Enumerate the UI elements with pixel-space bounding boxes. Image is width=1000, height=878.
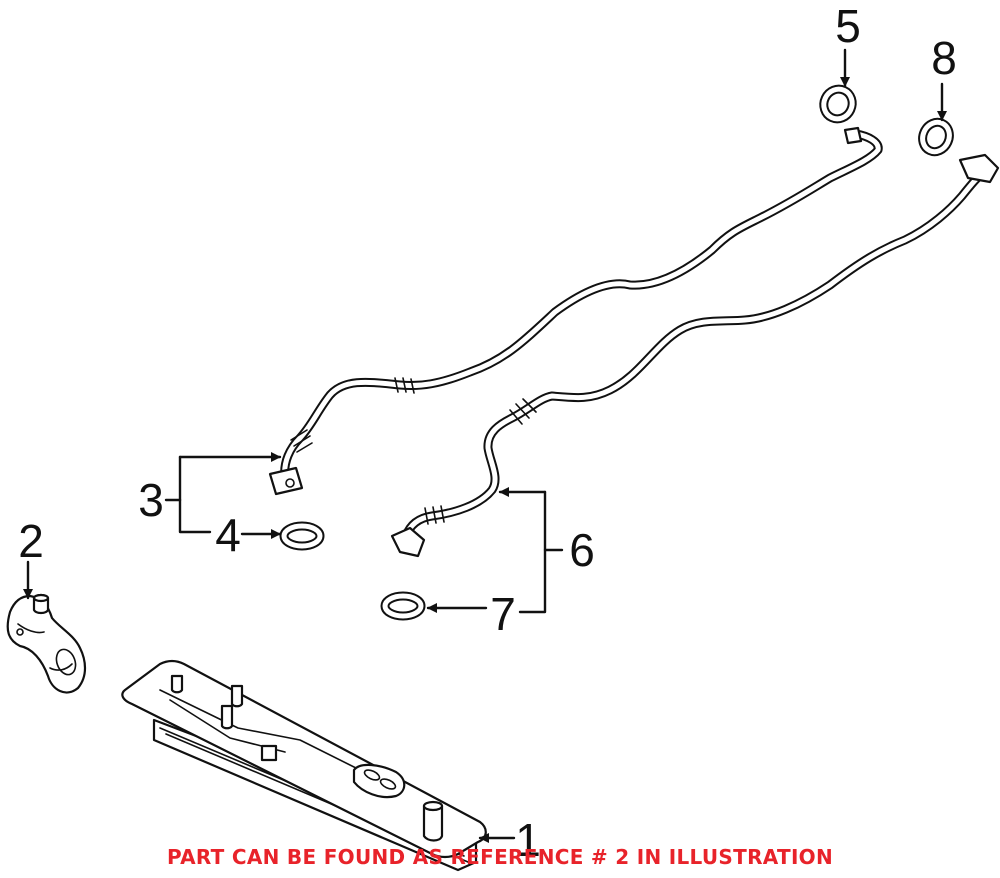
o-ring-5 — [819, 84, 857, 124]
callout-5: 5 — [835, 0, 861, 52]
callout-6: 6 — [569, 524, 595, 576]
callout-3: 3 — [138, 474, 164, 526]
hose-fitting-lower-right — [390, 526, 426, 558]
cooler-line-upper — [268, 126, 883, 496]
callout-8: 8 — [931, 32, 957, 84]
hose-fitting-upper — [843, 126, 863, 145]
hose-fitting-end-right — [958, 153, 1000, 184]
o-ring-7 — [380, 591, 426, 621]
o-ring-4 — [279, 521, 325, 551]
callout-7: 7 — [490, 588, 516, 640]
cooler-line-lower — [390, 153, 1000, 558]
callout-1: 1 — [515, 814, 541, 866]
callout-4: 4 — [215, 509, 241, 561]
leader-6-bracket — [498, 487, 564, 614]
thermostat-housing — [6, 593, 87, 694]
oil-cooler — [121, 659, 487, 872]
o-ring-8 — [918, 117, 954, 157]
leader-3-bracket — [164, 452, 282, 534]
callout-2: 2 — [18, 515, 44, 567]
reference-note: PART CAN BE FOUND AS REFERENCE # 2 IN IL… — [166, 845, 834, 869]
